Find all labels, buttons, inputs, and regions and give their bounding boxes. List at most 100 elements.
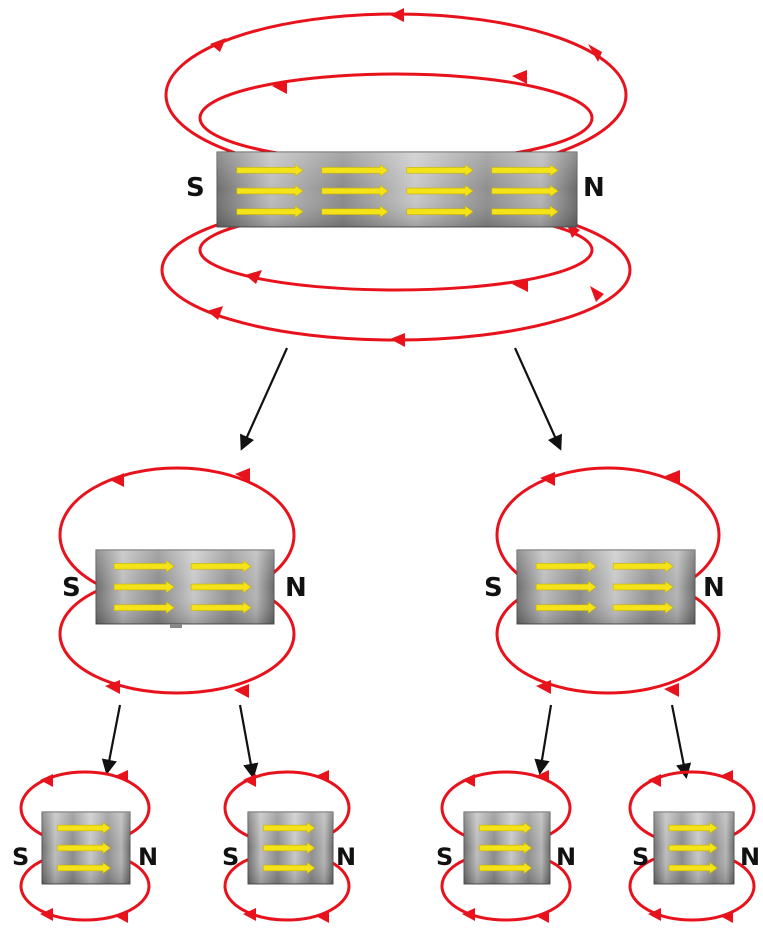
field-arrowhead bbox=[235, 468, 250, 482]
field-arrowhead bbox=[245, 270, 262, 284]
magnetization-arrow bbox=[479, 861, 533, 875]
split-arrow-left bbox=[240, 347, 289, 451]
magnetization-arrows bbox=[236, 164, 559, 218]
magnetization-arrow bbox=[668, 821, 718, 835]
field-direction-markers bbox=[40, 770, 128, 923]
north-pole-label: N bbox=[703, 573, 725, 603]
magnetization-arrow bbox=[479, 821, 533, 835]
split-arrow bbox=[534, 704, 553, 776]
field-arrowhead bbox=[590, 286, 604, 302]
field-arrowhead bbox=[512, 70, 527, 84]
field-arrowhead bbox=[588, 44, 602, 62]
split-arrows-level-1 bbox=[240, 347, 562, 451]
field-arrowhead bbox=[512, 278, 528, 292]
full-magnet: S N bbox=[160, 8, 632, 347]
split-arrow-right bbox=[513, 347, 562, 451]
field-arrowhead bbox=[536, 680, 551, 694]
field-arrowhead bbox=[234, 684, 249, 698]
quarter-magnet-2: S N bbox=[222, 770, 356, 923]
field-arrowhead bbox=[462, 774, 475, 787]
magnetization-arrow bbox=[612, 560, 674, 573]
magnetization-arrow bbox=[57, 861, 111, 875]
magnetization-arrow bbox=[190, 601, 252, 614]
south-pole-label: S bbox=[632, 843, 649, 871]
magnetization-arrow bbox=[535, 560, 597, 573]
magnetization-arrows bbox=[113, 560, 252, 614]
field-direction-markers bbox=[462, 770, 549, 923]
field-arrowhead bbox=[40, 774, 53, 787]
field-arrowhead bbox=[665, 470, 680, 484]
field-arrowhead bbox=[115, 770, 128, 783]
south-pole-label: S bbox=[436, 843, 453, 871]
field-arrowhead bbox=[536, 910, 549, 923]
magnetization-arrow bbox=[236, 184, 304, 198]
field-arrowhead bbox=[540, 472, 555, 486]
magnetization-arrow bbox=[479, 841, 533, 855]
split-arrows-level-2 bbox=[101, 704, 692, 780]
field-arrowhead bbox=[105, 680, 120, 694]
field-direction-markers bbox=[243, 770, 329, 923]
magnetization-arrow bbox=[491, 164, 559, 177]
field-direction-markers bbox=[105, 468, 250, 698]
field-arrowhead bbox=[272, 80, 287, 94]
half-magnet-right: S N bbox=[484, 466, 725, 697]
magnetization-arrow bbox=[668, 861, 718, 875]
field-line-inner-top bbox=[198, 72, 594, 164]
magnet-bar bbox=[41, 811, 131, 885]
north-pole-label: N bbox=[336, 843, 356, 871]
magnetization-arrow bbox=[113, 601, 175, 614]
magnetization-arrow bbox=[535, 580, 597, 594]
south-pole-label: S bbox=[186, 173, 205, 203]
magnetization-arrows bbox=[479, 821, 533, 875]
magnet-bar bbox=[247, 811, 334, 885]
quarter-magnet-4: S N bbox=[628, 770, 760, 923]
field-arrowhead bbox=[720, 770, 733, 783]
magnetization-arrow bbox=[321, 205, 389, 218]
field-arrowhead bbox=[207, 306, 223, 320]
split-arrow bbox=[101, 704, 122, 776]
north-pole-label: N bbox=[138, 843, 158, 871]
quarter-magnet-1: S N bbox=[12, 770, 158, 923]
south-pole-label: S bbox=[12, 843, 29, 871]
magnetization-arrow bbox=[113, 580, 175, 594]
magnetization-arrow bbox=[321, 184, 389, 198]
magnetization-arrow bbox=[612, 580, 674, 594]
north-pole-label: N bbox=[285, 573, 307, 603]
magnetization-arrows bbox=[262, 821, 316, 875]
field-arrowhead bbox=[462, 908, 475, 921]
magnetization-arrow bbox=[262, 861, 316, 875]
field-arrowhead bbox=[648, 908, 661, 921]
field-arrowhead bbox=[243, 774, 256, 787]
split-arrow bbox=[238, 704, 259, 780]
magnetization-arrow bbox=[535, 601, 597, 614]
field-arrowhead bbox=[40, 908, 53, 921]
magnetization-arrow bbox=[406, 184, 474, 198]
magnetization-arrow bbox=[668, 841, 718, 855]
magnetization-arrow bbox=[262, 841, 316, 855]
south-pole-label: S bbox=[484, 573, 503, 603]
field-arrowhead bbox=[720, 910, 733, 923]
field-direction-markers bbox=[207, 8, 604, 347]
field-direction-markers bbox=[648, 770, 733, 923]
magnetization-arrow bbox=[190, 580, 252, 594]
magnetization-arrows bbox=[57, 821, 111, 875]
magnetization-arrow bbox=[236, 205, 304, 218]
magnetization-arrow bbox=[57, 841, 111, 855]
magnetization-arrow bbox=[406, 164, 474, 177]
field-arrowhead bbox=[648, 774, 661, 787]
magnetization-arrow bbox=[406, 205, 474, 218]
magnetization-arrow bbox=[113, 560, 175, 573]
magnetization-arrow bbox=[236, 164, 304, 177]
north-pole-label: N bbox=[583, 173, 605, 203]
split-arrow bbox=[670, 704, 692, 780]
magnetization-arrows bbox=[668, 821, 718, 875]
field-arrowhead bbox=[390, 8, 404, 22]
field-arrowhead bbox=[210, 38, 226, 52]
quarter-magnet-3: S N bbox=[436, 770, 576, 923]
magnetization-arrow bbox=[190, 560, 252, 573]
south-pole-label: S bbox=[222, 843, 239, 871]
magnetization-arrow bbox=[262, 821, 316, 835]
field-direction-markers bbox=[536, 470, 680, 697]
magnetization-arrow bbox=[491, 205, 559, 218]
